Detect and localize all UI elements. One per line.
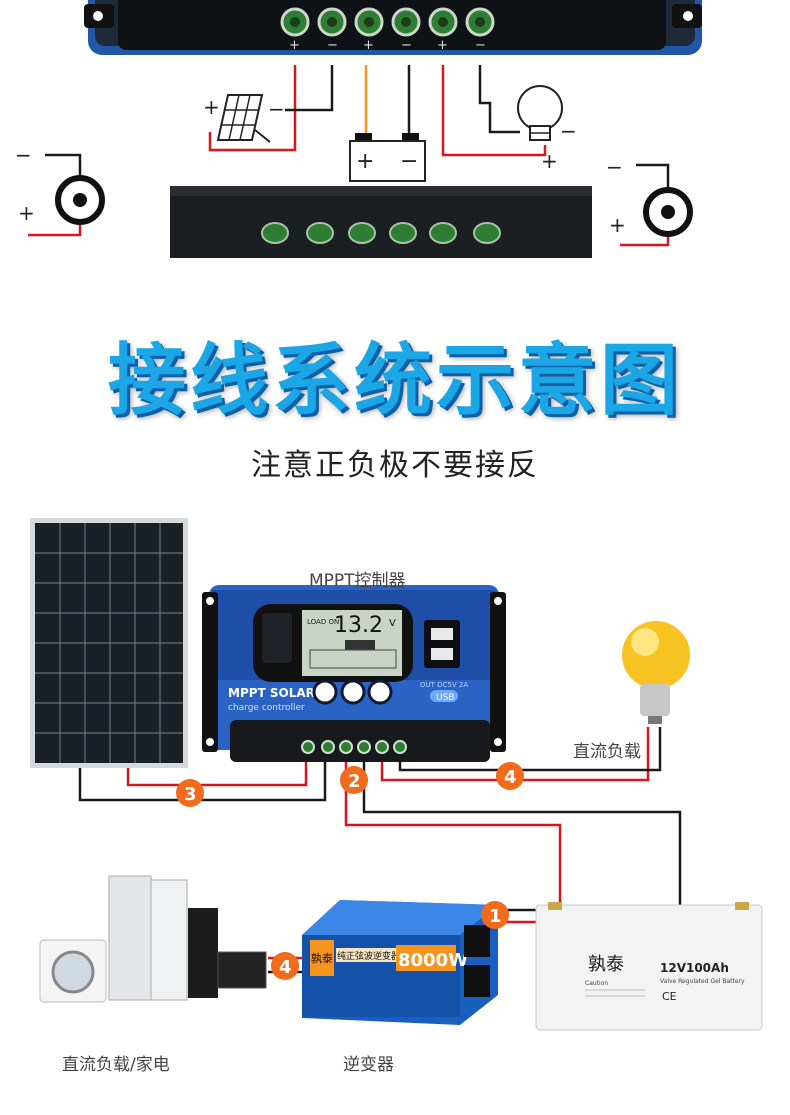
battery-minus: −: [400, 149, 418, 174]
step-badge-3: 3: [176, 779, 204, 807]
solar-panel-icon: + −: [203, 94, 285, 143]
inverter-label: 逆变器: [343, 1055, 394, 1075]
socket-left-minus: −: [15, 143, 32, 167]
svg-text:2: 2: [348, 771, 361, 792]
usb-spec: OUT DC5V 2A: [420, 681, 468, 689]
inverter-name: 纯正弦波逆变器: [337, 950, 400, 962]
inverter: 孰泰 纯正弦波逆变器 8000W: [302, 900, 498, 1025]
page-subtitle: 注意正负极不要接反: [251, 448, 539, 483]
top-terminals: + − + − + −: [280, 7, 495, 53]
controller-terminals: [301, 740, 407, 754]
terminal-block: [170, 186, 592, 258]
appliances-label: 直流负载/家电: [62, 1055, 170, 1075]
dc-socket-right-icon: − +: [606, 155, 693, 247]
brand-line2: charge controller: [228, 703, 305, 713]
top-terminal-sign: −: [327, 38, 338, 53]
top-wires: [208, 65, 547, 157]
usb-ports: [424, 620, 460, 668]
bulb-icon: − +: [517, 85, 577, 173]
step-badge-2: 2: [340, 766, 368, 794]
lcd-value: 13.2: [334, 613, 383, 638]
battery-type: Valve Regulated Gel Battery: [660, 978, 745, 985]
load-label: 直流负载: [573, 742, 641, 762]
light-bulb: [622, 621, 690, 724]
svg-text:4: 4: [279, 957, 292, 978]
battery: 孰泰 12V100Ah Valve Regulated Gel Battery …: [535, 902, 763, 1031]
top-terminal-sign: −: [401, 38, 412, 53]
battery-caution: Caution: [585, 980, 608, 987]
inverter-brand: 孰泰: [311, 951, 333, 965]
svg-text:1: 1: [489, 906, 502, 927]
solar-panel: [30, 518, 188, 768]
battery-brand: 孰泰: [588, 954, 624, 975]
top-terminal-sign: +: [363, 38, 374, 53]
system-wiring-diagram: LOAD ON 13.2 V OUT DC5V 2A USB MPPT SOLA…: [30, 518, 763, 1031]
step-badge-1: 1: [481, 901, 509, 929]
page-title: 接线系统示意图: [107, 336, 682, 426]
lcd-unit: V: [389, 618, 396, 629]
step-badge-4-load: 4: [496, 762, 524, 790]
panel-minus: −: [268, 97, 285, 121]
usb-badge: USB: [436, 693, 454, 703]
bulb-plus: +: [541, 149, 558, 173]
socket-left-plus: +: [18, 201, 35, 225]
step-badge-4-appliance: 4: [271, 952, 299, 980]
top-terminal-sign: +: [437, 38, 448, 53]
battery-icon: + −: [349, 133, 426, 182]
top-wiring-diagram: + − + − + − + − + −: [15, 0, 702, 258]
battery-certs: CE: [662, 990, 677, 1003]
inverter-power: 8000W: [398, 950, 468, 971]
svg-text:3: 3: [184, 784, 197, 805]
mount-hole-right: [672, 4, 702, 28]
controller-buttons: [312, 679, 393, 705]
battery-plus: +: [356, 149, 374, 174]
home-appliances: [39, 875, 267, 1003]
brand-line1: MPPT SOLAR: [228, 686, 315, 700]
svg-text:4: 4: [504, 767, 517, 788]
mppt-controller: LOAD ON 13.2 V OUT DC5V 2A USB MPPT SOLA…: [202, 585, 506, 762]
controller-label: MPPT控制器: [309, 571, 406, 591]
mount-hole-left: [84, 4, 114, 28]
top-terminal-sign: −: [475, 38, 486, 53]
top-terminal-sign: +: [289, 38, 300, 53]
panel-plus: +: [203, 95, 220, 119]
battery-model: 12V100Ah: [660, 961, 729, 975]
bulb-minus: −: [560, 119, 577, 143]
socket-right-plus: +: [609, 213, 626, 237]
lcd-status: LOAD ON: [307, 618, 339, 626]
socket-right-minus: −: [606, 155, 623, 179]
dc-socket-left-icon: − +: [15, 143, 105, 237]
